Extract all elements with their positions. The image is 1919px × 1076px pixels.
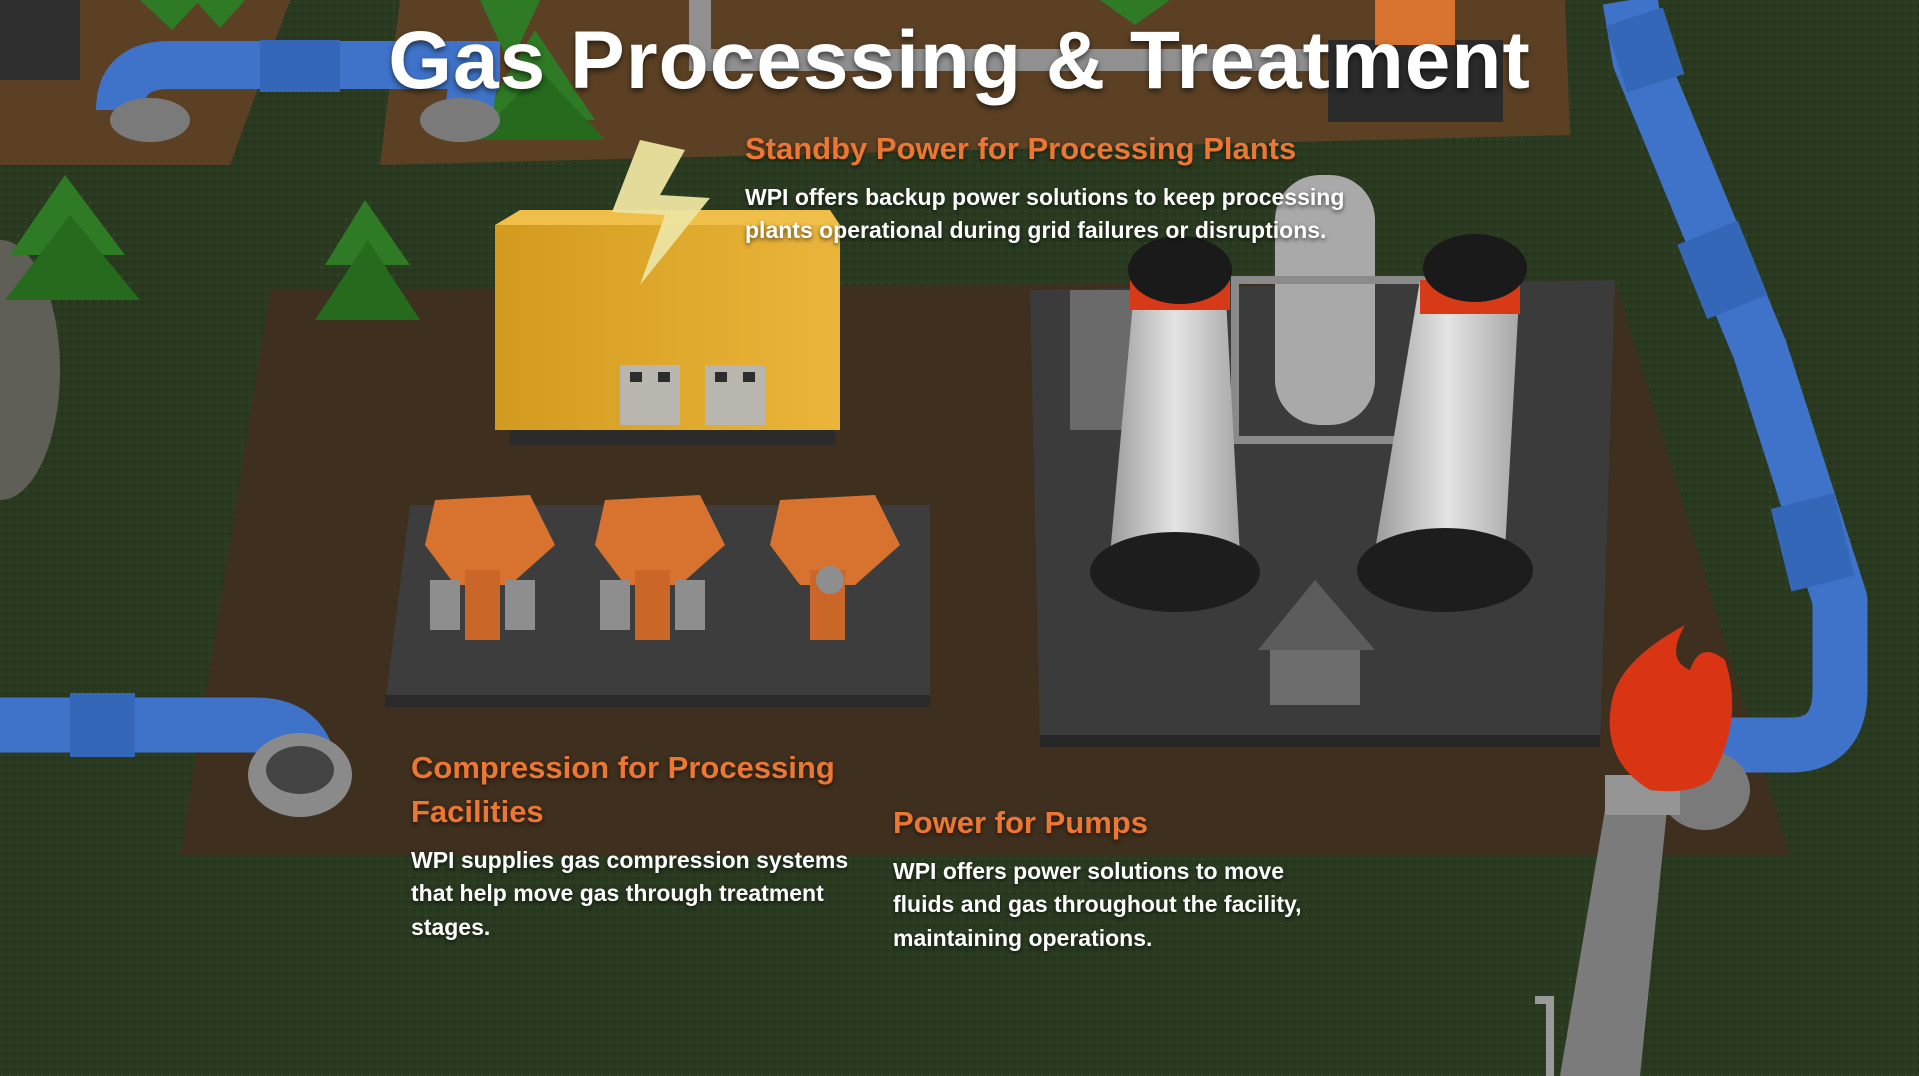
flame-icon [1609, 625, 1733, 792]
equipment-pad-top-right [1328, 40, 1503, 122]
power-plant [1030, 175, 1615, 747]
page-title: Gas Processing & Treatment [388, 15, 1531, 106]
trees [5, 0, 1170, 320]
small-shed [1258, 580, 1375, 705]
compressor-unit [425, 495, 555, 640]
flare-stack [1535, 625, 1733, 1076]
pipe-top-left [96, 40, 503, 142]
card-compression: Compression for Processing Facilities WP… [411, 746, 871, 944]
standby-generator [495, 210, 840, 445]
card-pumps-heading: Power for Pumps [893, 805, 1148, 840]
pipe-top-center [689, 0, 1310, 71]
card-standby-heading: Standby Power for Processing Plants [745, 131, 1297, 166]
card-power-for-pumps: Power for Pumps WPI offers power solutio… [893, 801, 1333, 955]
card-compression-body: WPI supplies gas compression systems tha… [411, 847, 849, 940]
storage-tank-left [0, 240, 60, 500]
card-pumps-body: WPI offers power solutions to move fluid… [893, 858, 1302, 951]
card-standby-body: WPI offers backup power solutions to kee… [745, 184, 1345, 244]
cooling-stack-right [1357, 234, 1533, 612]
pipe-right [1602, 0, 1868, 830]
compressor-unit [770, 495, 900, 640]
lightning-bolt-icon [612, 140, 710, 285]
compressor-unit [595, 495, 725, 640]
compressor-skid [385, 495, 930, 707]
pipe-bottom-left [0, 693, 352, 817]
card-standby-power: Standby Power for Processing Plants WPI … [745, 127, 1365, 248]
cooling-stack-left [1090, 236, 1260, 612]
compressor-top-right [1375, 0, 1455, 45]
dirt-plot-top-center [380, 0, 1570, 165]
card-compression-heading: Compression for Processing Facilities [411, 750, 835, 830]
equipment-pad-top-left [0, 0, 80, 80]
